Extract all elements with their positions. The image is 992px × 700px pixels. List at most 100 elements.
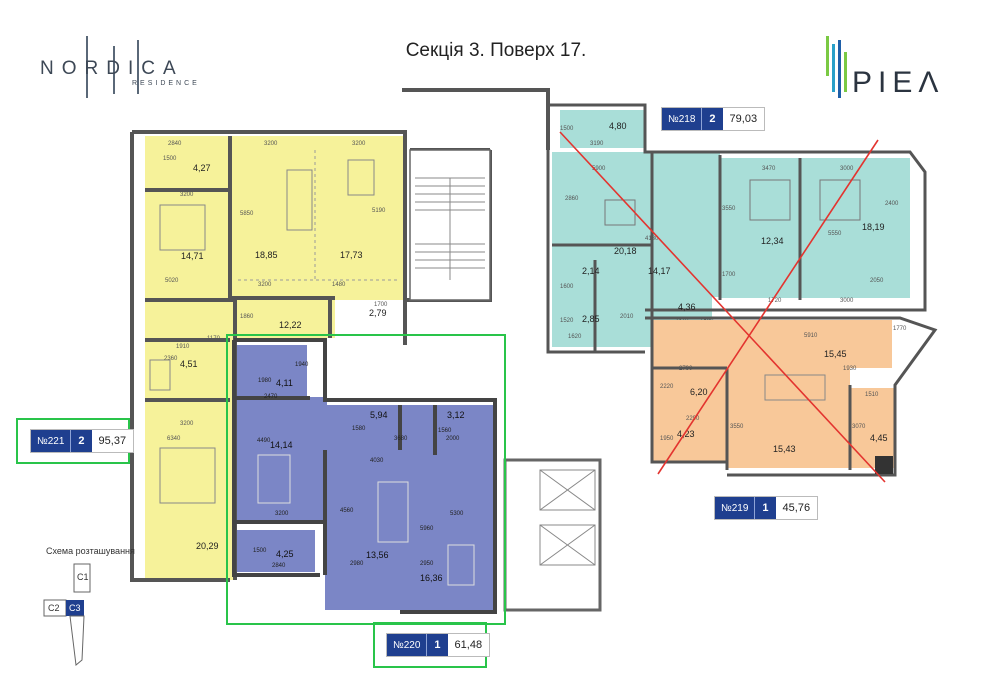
dimension: 2360: [164, 356, 178, 362]
dimension: 2790: [679, 366, 693, 372]
dimension: 2220: [660, 384, 674, 390]
brand-bar-1: [86, 36, 88, 98]
room-area: 4,80: [609, 121, 627, 131]
dimension: 3550: [722, 206, 736, 212]
apartment-badge-219[interactable]: №219 1 45,76: [714, 496, 819, 520]
dimension: 2860: [565, 196, 579, 202]
room-area: 5,94: [370, 410, 388, 420]
location-scheme-title: Схема розташування: [46, 546, 135, 556]
room-area: 4,27: [193, 163, 211, 173]
apartment-badge-221[interactable]: №221 2 95,37: [30, 429, 135, 453]
developer-logo-text: PIEΛ: [852, 66, 944, 99]
room-area: 4,36: [678, 302, 696, 312]
dimension: 1910: [176, 344, 190, 350]
dimension: 5300: [450, 511, 464, 517]
room-area: 12,34: [761, 236, 784, 246]
dimension: 3190: [590, 141, 604, 147]
dimension: 1520: [560, 318, 574, 324]
apartment-area: 79,03: [729, 113, 758, 125]
dimension: 2010: [620, 314, 634, 320]
room-area: 15,43: [773, 444, 796, 454]
room-area: 17,73: [340, 250, 363, 260]
dimension: 1700: [374, 302, 388, 308]
section-label-c1: C1: [77, 572, 89, 582]
dimension: 3200: [352, 141, 366, 147]
dimension: 2050: [870, 278, 884, 284]
room-area: 20,18: [614, 246, 637, 256]
page-title: Секція 3. Поверх 17.: [405, 40, 587, 61]
dimension: 5020: [165, 278, 179, 284]
room-area: 15,45: [824, 349, 847, 359]
room-count: 1: [754, 497, 776, 519]
apartment-221-labels: 4,27 18,85 17,73 14,71 2,79 12,22 4,51 2…: [180, 163, 387, 551]
apartment-220-highlight[interactable]: [226, 334, 506, 625]
location-scheme-icon: [43, 563, 91, 666]
room-area: 13,56: [366, 550, 389, 560]
dimension: 2980: [350, 561, 364, 567]
dimension: 5900: [592, 166, 606, 172]
apartment-badge-220[interactable]: №220 1 61,48: [386, 633, 491, 657]
room-area: 14,17: [648, 266, 671, 276]
dimension: 1770: [893, 326, 907, 332]
dimension: 5190: [372, 208, 386, 214]
developer-logo-icon: [826, 36, 847, 98]
dimension: 1170: [207, 336, 221, 342]
apartment-221-plan: [130, 130, 407, 582]
sold-cross-218-219: [559, 131, 886, 483]
dimension: 4490: [257, 438, 271, 444]
dimension: 5910: [804, 333, 818, 339]
room-area: 2,14: [582, 266, 600, 276]
apartment-area: 45,76: [782, 502, 811, 514]
dimension: 4030: [370, 458, 384, 464]
dimension: 1580: [352, 426, 366, 432]
brand-subtitle: RESIDENCE: [132, 80, 200, 87]
dimension: 3200: [180, 192, 194, 198]
dimension: 3200: [258, 282, 272, 288]
dimension: 3200: [275, 511, 289, 517]
apartment-221-dimensions: 2840 3200 3200 1500 3200 5850 5190 3200 …: [163, 141, 388, 442]
dimension: 1720: [768, 298, 782, 304]
apartment-220-labels: 4,11 5,94 3,12 14,14 4,25 13,56 16,36: [270, 378, 465, 583]
dimension: 2840: [168, 141, 182, 147]
apartment-number: №220: [387, 634, 427, 656]
apartment-219-plan: [645, 316, 938, 477]
dimension: 1500: [253, 548, 267, 554]
dimension: 3550: [730, 424, 744, 430]
apartment-220-dimensions: 1940 1980 2470 1580 3680 1560 2000 4490 …: [253, 362, 464, 569]
dimension: 1560: [438, 428, 452, 434]
room-area: 4,11: [276, 378, 293, 388]
dimension: 5550: [828, 231, 842, 237]
dimension: 3070: [852, 424, 866, 430]
room-area: 4,25: [276, 549, 294, 559]
room-area: 16,36: [420, 573, 443, 583]
dimension: 2950: [420, 561, 434, 567]
apartment-220-plan: [232, 338, 497, 614]
apartment-number: №219: [715, 497, 755, 519]
dimension: 4560: [340, 508, 354, 514]
room-count: 2: [701, 108, 723, 130]
brand-name: NORDICA: [40, 58, 184, 79]
dimension: 2290: [686, 416, 700, 422]
dimension: 3000: [840, 166, 854, 172]
stairwell-core: [402, 88, 602, 612]
dimension: 1940: [295, 362, 309, 368]
dimension: 1980: [258, 378, 272, 384]
dimension: 3000: [840, 298, 854, 304]
room-area: 6,20: [690, 387, 708, 397]
apartment-area: 61,48: [454, 639, 483, 651]
apartment-218-dimensions: 1500 3190 5900 3470 3000 2860 4180 3550 …: [560, 126, 899, 340]
dimension: 3470: [762, 166, 776, 172]
dimension: 3680: [394, 436, 408, 442]
room-area: 18,19: [862, 222, 885, 232]
dimension: 1500: [163, 156, 177, 162]
dimension: 1950: [660, 436, 674, 442]
apartment-number: №221: [31, 430, 71, 452]
apartment-number: №218: [662, 108, 702, 130]
room-area: 2,79: [369, 308, 387, 318]
section-label-c2: C2: [48, 603, 60, 613]
dimension: 4180: [645, 236, 659, 242]
dimension: 1930: [843, 366, 857, 372]
apartment-219-dimensions: 5910 1770 1930 2790 2220 2290 1510 1950 …: [660, 326, 907, 442]
apartment-badge-218[interactable]: №218 2 79,03: [661, 107, 766, 131]
